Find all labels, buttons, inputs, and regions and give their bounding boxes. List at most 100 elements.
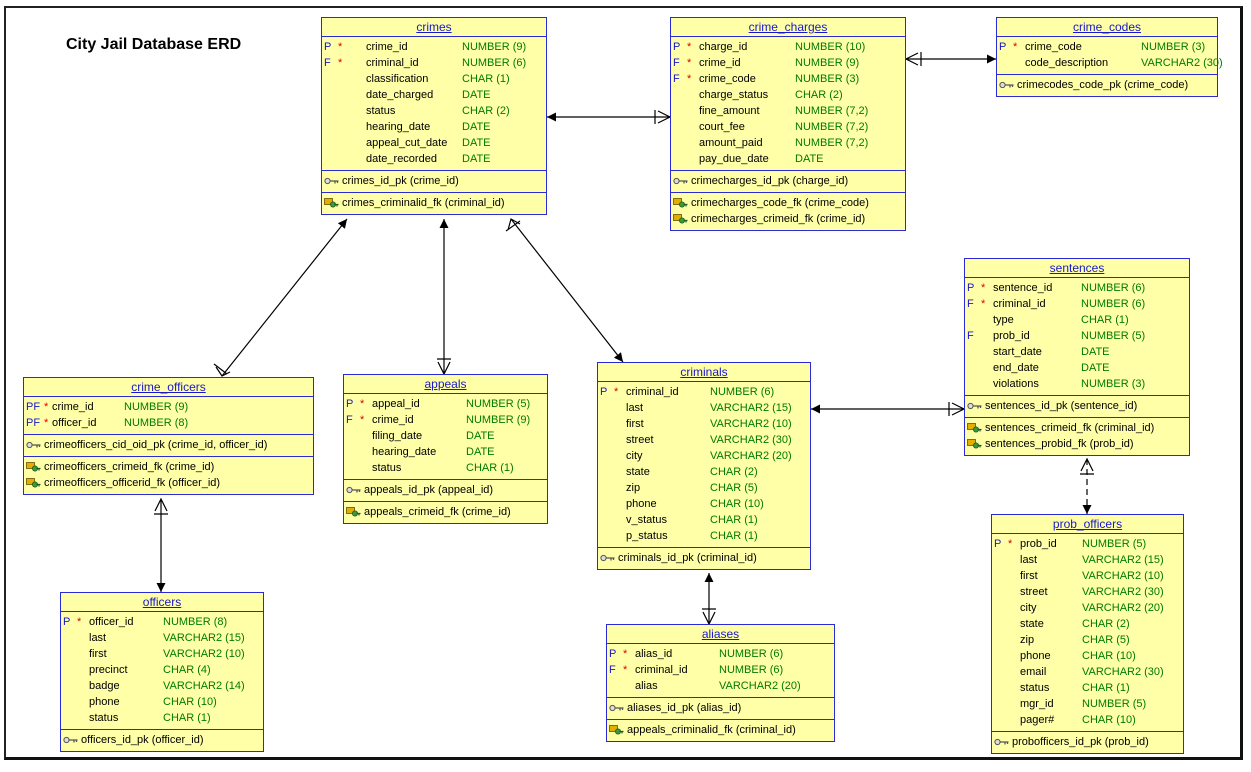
constraint-row[interactable]: appeals_id_pk (appeal_id) — [344, 482, 547, 498]
constraint-row[interactable]: criminals_id_pk (criminal_id) — [598, 550, 810, 566]
constraint-row[interactable]: appeals_criminalid_fk (criminal_id) — [607, 722, 834, 738]
constraint-row[interactable]: officers_id_pk (officer_id) — [61, 732, 263, 748]
table-header[interactable]: crime_charges — [671, 18, 905, 37]
table-header[interactable]: crime_officers — [24, 378, 313, 397]
constraint-row[interactable]: probofficers_id_pk (prob_id) — [992, 734, 1183, 750]
constraint-row[interactable]: crimeofficers_officerid_fk (officer_id) — [24, 475, 313, 491]
table-header[interactable]: crimes — [322, 18, 546, 37]
table-header[interactable]: aliases — [607, 625, 834, 644]
constraint-row[interactable]: sentences_crimeid_fk (criminal_id) — [965, 420, 1189, 436]
constraint-row[interactable]: sentences_probid_fk (prob_id) — [965, 436, 1189, 452]
constraint-row[interactable]: crimes_id_pk (crime_id) — [322, 173, 546, 189]
table-header[interactable]: prob_officers — [992, 515, 1183, 534]
constraint-row[interactable]: crimecharges_id_pk (charge_id) — [671, 173, 905, 189]
table-header[interactable]: sentences — [965, 259, 1189, 278]
table-header[interactable]: appeals — [344, 375, 547, 394]
table-header[interactable]: officers — [61, 593, 263, 612]
constraint-row[interactable]: crimecodes_code_pk (crime_code) — [997, 77, 1217, 93]
table-header[interactable]: criminals — [598, 363, 810, 382]
constraint-row[interactable]: sentences_id_pk (sentence_id) — [965, 398, 1189, 414]
constraint-row[interactable]: appeals_crimeid_fk (crime_id) — [344, 504, 547, 520]
constraint-row[interactable]: aliases_id_pk (alias_id) — [607, 700, 834, 716]
constraint-row[interactable]: crimes_criminalid_fk (criminal_id) — [322, 195, 546, 211]
constraint-row[interactable]: crimeofficers_crimeid_fk (crime_id) — [24, 459, 313, 475]
constraint-row[interactable]: crimecharges_crimeid_fk (crime_id) — [671, 211, 905, 227]
constraint-row[interactable]: crimecharges_code_fk (crime_code) — [671, 195, 905, 211]
table-header[interactable]: crime_codes — [997, 18, 1217, 37]
column-row[interactable]: pager#CHAR (10) — [992, 712, 1183, 728]
